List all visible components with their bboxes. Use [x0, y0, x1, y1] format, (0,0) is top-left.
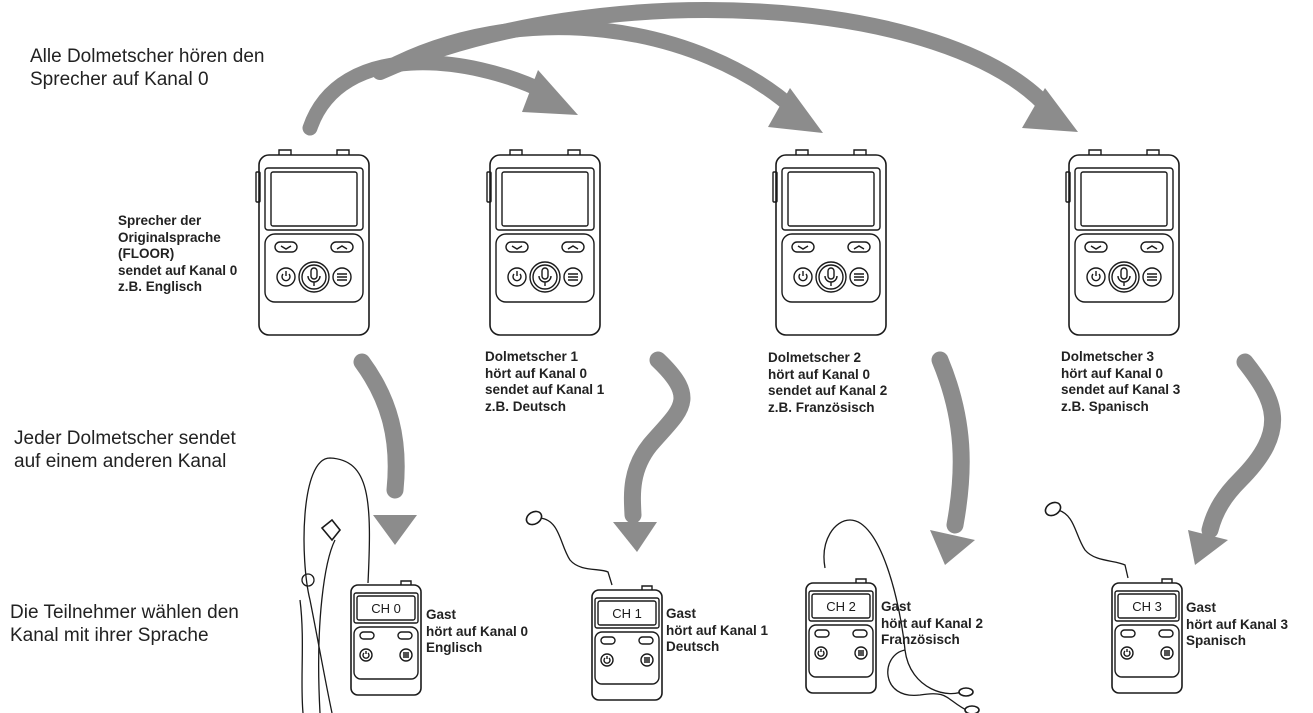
interpreter-2-label: Dolmetscher 2 hört auf Kanal 0 sendet au… — [768, 350, 887, 416]
arrow-channel-2 — [930, 351, 975, 565]
interpreter-1-label: Dolmetscher 1 hört auf Kanal 0 sendet au… — [485, 349, 604, 415]
speaker-transmitter — [255, 149, 370, 336]
guest-receiver-2: CH 2 — [805, 519, 980, 713]
label-line: sendet auf Kanal 3 — [1061, 382, 1181, 397]
label-line: Gast — [881, 599, 912, 614]
note-interpreters-listen: Alle Dolmetscher hören den Sprecher auf … — [30, 45, 264, 91]
label-line: sendet auf Kanal 2 — [768, 383, 888, 398]
label-line: hört auf Kanal 1 — [666, 622, 769, 638]
label-line: Gast — [1186, 600, 1217, 615]
interpreter-2-transmitter — [772, 149, 887, 336]
label-line: z.B. Französisch — [768, 399, 875, 415]
note-line: Alle Dolmetscher hören den — [30, 46, 265, 67]
note-line: auf einem anderen Kanal — [14, 451, 227, 472]
label-line: Spanisch — [1186, 633, 1247, 648]
earphone-cable — [539, 517, 613, 586]
guest-1-label: Gast hört auf Kanal 1 Deutsch — [666, 606, 768, 656]
label-line: Sprecher der — [118, 213, 202, 228]
note-participants-choose: Die Teilnehmer wählen den Kanal mit ihre… — [10, 601, 239, 647]
arrow-to-interpreter-3 — [372, 2, 1078, 132]
label-line: Französisch — [881, 632, 960, 647]
earbud-icon — [964, 705, 980, 713]
label-line: (FLOOR) — [118, 246, 175, 261]
arrow-channel-3 — [1188, 353, 1282, 565]
label-line: z.B. Spanisch — [1061, 398, 1149, 414]
receiver-screen-label: CH 2 — [826, 599, 856, 614]
guest-2-label: Gast hört auf Kanal 2 Französisch — [881, 599, 983, 649]
label-line: Englisch — [426, 640, 483, 655]
note-interpreters-send: Jeder Dolmetscher sendet auf einem ander… — [14, 427, 236, 473]
arrow-channel-1 — [613, 351, 691, 552]
label-line: Gast — [666, 606, 697, 621]
note-line: Jeder Dolmetscher sendet — [14, 428, 236, 449]
interpreter-3-label: Dolmetscher 3 hört auf Kanal 0 sendet au… — [1061, 349, 1180, 415]
earphone-cable — [1057, 509, 1129, 579]
guest-receiver-0: CH 0 — [299, 457, 422, 713]
guest-0-label: Gast hört auf Kanal 0 Englisch — [426, 607, 528, 657]
label-line: hört auf Kanal 3 — [1186, 616, 1289, 632]
interpreter-1-transmitter — [486, 149, 601, 336]
label-line: Dolmetscher 1 — [485, 349, 579, 364]
label-line: z.B. Englisch — [118, 279, 203, 294]
note-line: Sprecher auf Kanal 0 — [30, 69, 209, 90]
earbud-icon — [525, 510, 543, 526]
earbud-icon — [1044, 501, 1062, 517]
note-line: Kanal mit ihrer Sprache — [10, 625, 209, 646]
note-line: Die Teilnehmer wählen den — [10, 602, 239, 623]
speaker-label: Sprecher der Originalsprache (FLOOR) sen… — [118, 213, 237, 296]
receiver-screen-label: CH 3 — [1132, 599, 1162, 614]
receiver-screen-label: CH 0 — [371, 601, 401, 616]
guest-receiver-1: CH 1 — [525, 510, 663, 701]
label-line: Gast — [426, 607, 457, 622]
label-line: hört auf Kanal 0 — [768, 366, 871, 382]
lanyard-clip-icon — [320, 518, 342, 542]
lanyard-cable — [303, 457, 371, 713]
guest-3-label: Gast hört auf Kanal 3 Spanisch — [1186, 600, 1288, 650]
interpreter-3-transmitter — [1065, 149, 1180, 336]
label-line: hört auf Kanal 2 — [881, 615, 984, 631]
label-line: hört auf Kanal 0 — [426, 623, 529, 639]
arrow-to-interpreter-1 — [302, 55, 578, 136]
label-line: z.B. Deutsch — [485, 398, 567, 414]
label-line: sendet auf Kanal 1 — [485, 382, 605, 397]
label-line: Dolmetscher 2 — [768, 350, 862, 365]
earbud-icon — [958, 687, 974, 697]
label-line: hört auf Kanal 0 — [1061, 365, 1164, 381]
label-line: hört auf Kanal 0 — [485, 365, 588, 381]
arrow-channel-0 — [353, 353, 417, 545]
label-line: sendet auf Kanal 0 — [118, 262, 238, 278]
guest-receiver-3: CH 3 — [1044, 501, 1183, 694]
receiver-screen-label: CH 1 — [612, 606, 642, 621]
label-line: Deutsch — [666, 639, 720, 654]
label-line: Originalsprache — [118, 229, 221, 245]
label-line: Dolmetscher 3 — [1061, 349, 1155, 364]
headphone-cable — [823, 519, 966, 695]
